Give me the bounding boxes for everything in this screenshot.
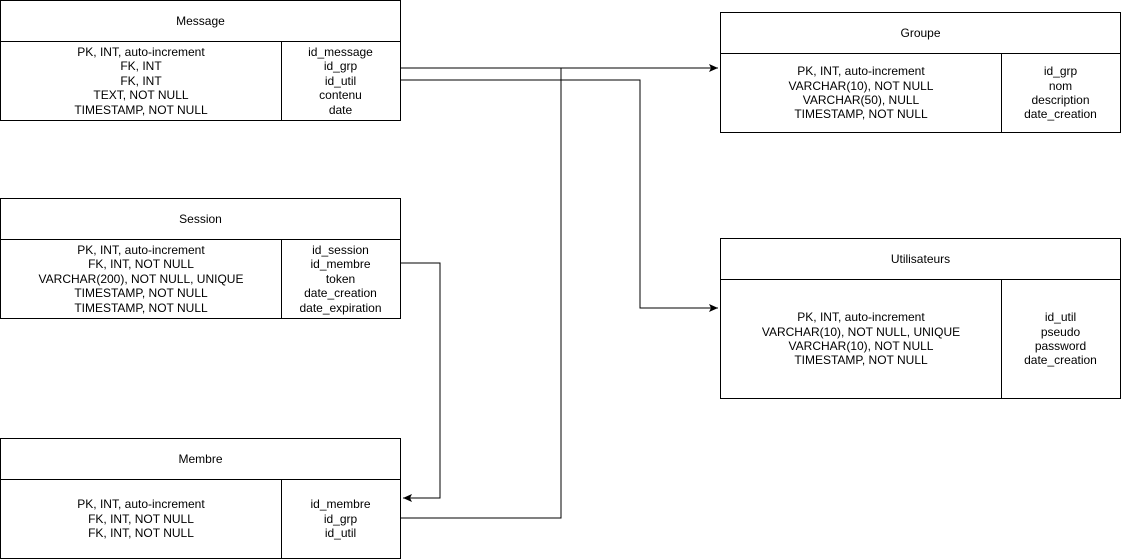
- type-row: FK, INT, NOT NULL: [88, 257, 194, 272]
- type-list: PK, INT, auto-increment FK, INT, NOT NUL…: [1, 480, 282, 558]
- column-name: pseudo: [1040, 324, 1081, 339]
- entity-title: Session: [1, 199, 400, 240]
- type-row: PK, INT, auto-increment: [77, 242, 205, 257]
- type-row: VARCHAR(10), NOT NULL, UNIQUE: [761, 324, 961, 339]
- column-name: date_expiration: [299, 300, 382, 315]
- entity-utilisateurs[interactable]: Utilisateurs PK, INT, auto-increment VAR…: [720, 238, 1121, 399]
- column-name: id_grp: [323, 59, 358, 74]
- column-name: id_grp: [323, 511, 358, 526]
- column-name: id_util: [1044, 310, 1077, 325]
- type-row: FK, INT: [120, 59, 162, 74]
- column-name: nom: [1048, 78, 1073, 93]
- type-row: TIMESTAMP, NOT NULL: [794, 353, 928, 368]
- column-list: id_grp nom description date_creation: [1001, 54, 1120, 132]
- type-row: PK, INT, auto-increment: [77, 497, 205, 512]
- type-row: PK, INT, auto-increment: [797, 310, 925, 325]
- type-row: VARCHAR(200), NOT NULL, UNIQUE: [38, 271, 244, 286]
- type-row: TIMESTAMP, NOT NULL: [74, 286, 208, 301]
- type-row: FK, INT, NOT NULL: [88, 526, 194, 541]
- type-list: PK, INT, auto-increment VARCHAR(10), NOT…: [721, 280, 1002, 398]
- connector-message-to-utilisateurs[interactable]: [401, 79, 718, 312]
- type-row: PK, INT, auto-increment: [797, 64, 925, 79]
- column-name: description: [1031, 93, 1090, 107]
- column-name: id_membre: [310, 497, 371, 512]
- column-name: date_creation: [1024, 353, 1097, 368]
- column-list: id_util pseudo password date_creation: [1001, 280, 1120, 398]
- column-name: id_message: [308, 44, 373, 59]
- column-name: date: [328, 102, 353, 117]
- type-row: FK, INT, NOT NULL: [88, 511, 194, 526]
- column-name: token: [325, 271, 356, 286]
- column-list: id_message id_grp id_util contenu date: [281, 42, 400, 120]
- entity-title: Groupe: [721, 13, 1120, 54]
- entity-membre[interactable]: Membre PK, INT, auto-increment FK, INT, …: [0, 438, 401, 559]
- type-row: TIMESTAMP, NOT NULL: [74, 102, 208, 117]
- column-name: id_membre: [310, 257, 371, 272]
- type-row: VARCHAR(10), NOT NULL: [788, 339, 934, 353]
- type-row: PK, INT, auto-increment: [77, 44, 205, 59]
- column-name: password: [1034, 339, 1087, 353]
- entity-title: Utilisateurs: [721, 239, 1120, 280]
- entity-title: Membre: [1, 439, 400, 480]
- connector-session-to-membre[interactable]: [401, 262, 441, 502]
- column-list: id_session id_membre token date_creation…: [281, 240, 400, 318]
- type-list: PK, INT, auto-increment VARCHAR(10), NOT…: [721, 54, 1002, 132]
- type-row: TIMESTAMP, NOT NULL: [794, 107, 928, 122]
- column-name: date_creation: [1024, 107, 1097, 122]
- column-list: id_membre id_grp id_util: [281, 480, 400, 558]
- type-row: TIMESTAMP, NOT NULL: [74, 300, 208, 315]
- entity-message[interactable]: Message PK, INT, auto-increment FK, INT …: [0, 0, 401, 121]
- column-name: contenu: [319, 88, 362, 103]
- connector-membre-to-groupe[interactable]: [401, 68, 562, 519]
- column-name: id_util: [324, 73, 357, 88]
- entity-groupe[interactable]: Groupe PK, INT, auto-increment VARCHAR(1…: [720, 12, 1121, 133]
- type-row: TEXT, NOT NULL: [93, 88, 189, 103]
- column-name: id_session: [312, 242, 369, 257]
- column-name: date_creation: [304, 286, 377, 301]
- type-row: VARCHAR(50), NULL: [802, 93, 920, 107]
- column-name: id_grp: [1043, 64, 1078, 79]
- type-list: PK, INT, auto-increment FK, INT, NOT NUL…: [1, 240, 282, 318]
- entity-title: Message: [1, 1, 400, 42]
- column-name: id_util: [324, 526, 357, 541]
- entity-session[interactable]: Session PK, INT, auto-increment FK, INT,…: [0, 198, 401, 319]
- type-row: VARCHAR(10), NOT NULL: [788, 78, 934, 93]
- type-list: PK, INT, auto-increment FK, INT FK, INT …: [1, 42, 282, 120]
- type-row: FK, INT: [120, 73, 162, 88]
